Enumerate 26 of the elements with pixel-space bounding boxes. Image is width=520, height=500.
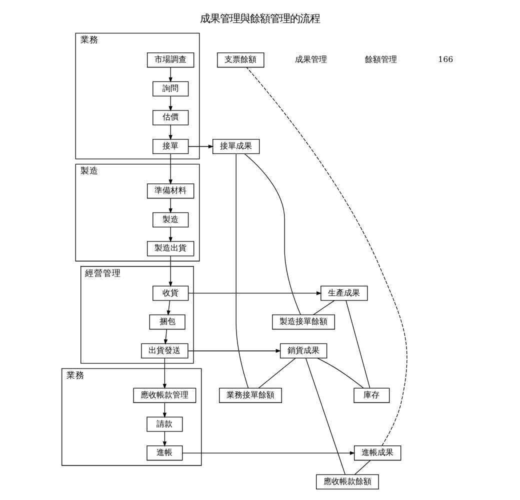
arrow — [188, 291, 322, 296]
arrow — [168, 124, 172, 140]
connector — [317, 358, 364, 388]
connector — [258, 358, 296, 388]
arrow — [168, 256, 172, 287]
arrow — [168, 153, 172, 185]
diagram-title: 成果管理與餘額管理的流程 — [200, 12, 320, 25]
arrow — [168, 226, 172, 242]
connector — [246, 67, 408, 446]
arrow — [168, 67, 172, 83]
arrow — [166, 300, 170, 316]
arrow — [162, 431, 167, 447]
connector — [354, 460, 371, 475]
connector — [346, 300, 370, 388]
connector — [244, 153, 301, 316]
connector — [312, 300, 335, 316]
arrow — [164, 329, 168, 345]
arrow — [162, 358, 167, 390]
connector — [236, 153, 249, 388]
arrow — [182, 451, 356, 455]
arrow — [168, 198, 172, 214]
arrow — [188, 144, 214, 148]
arrow — [188, 349, 282, 353]
arrow — [168, 96, 172, 112]
arrow — [162, 402, 167, 418]
connector — [305, 358, 346, 475]
